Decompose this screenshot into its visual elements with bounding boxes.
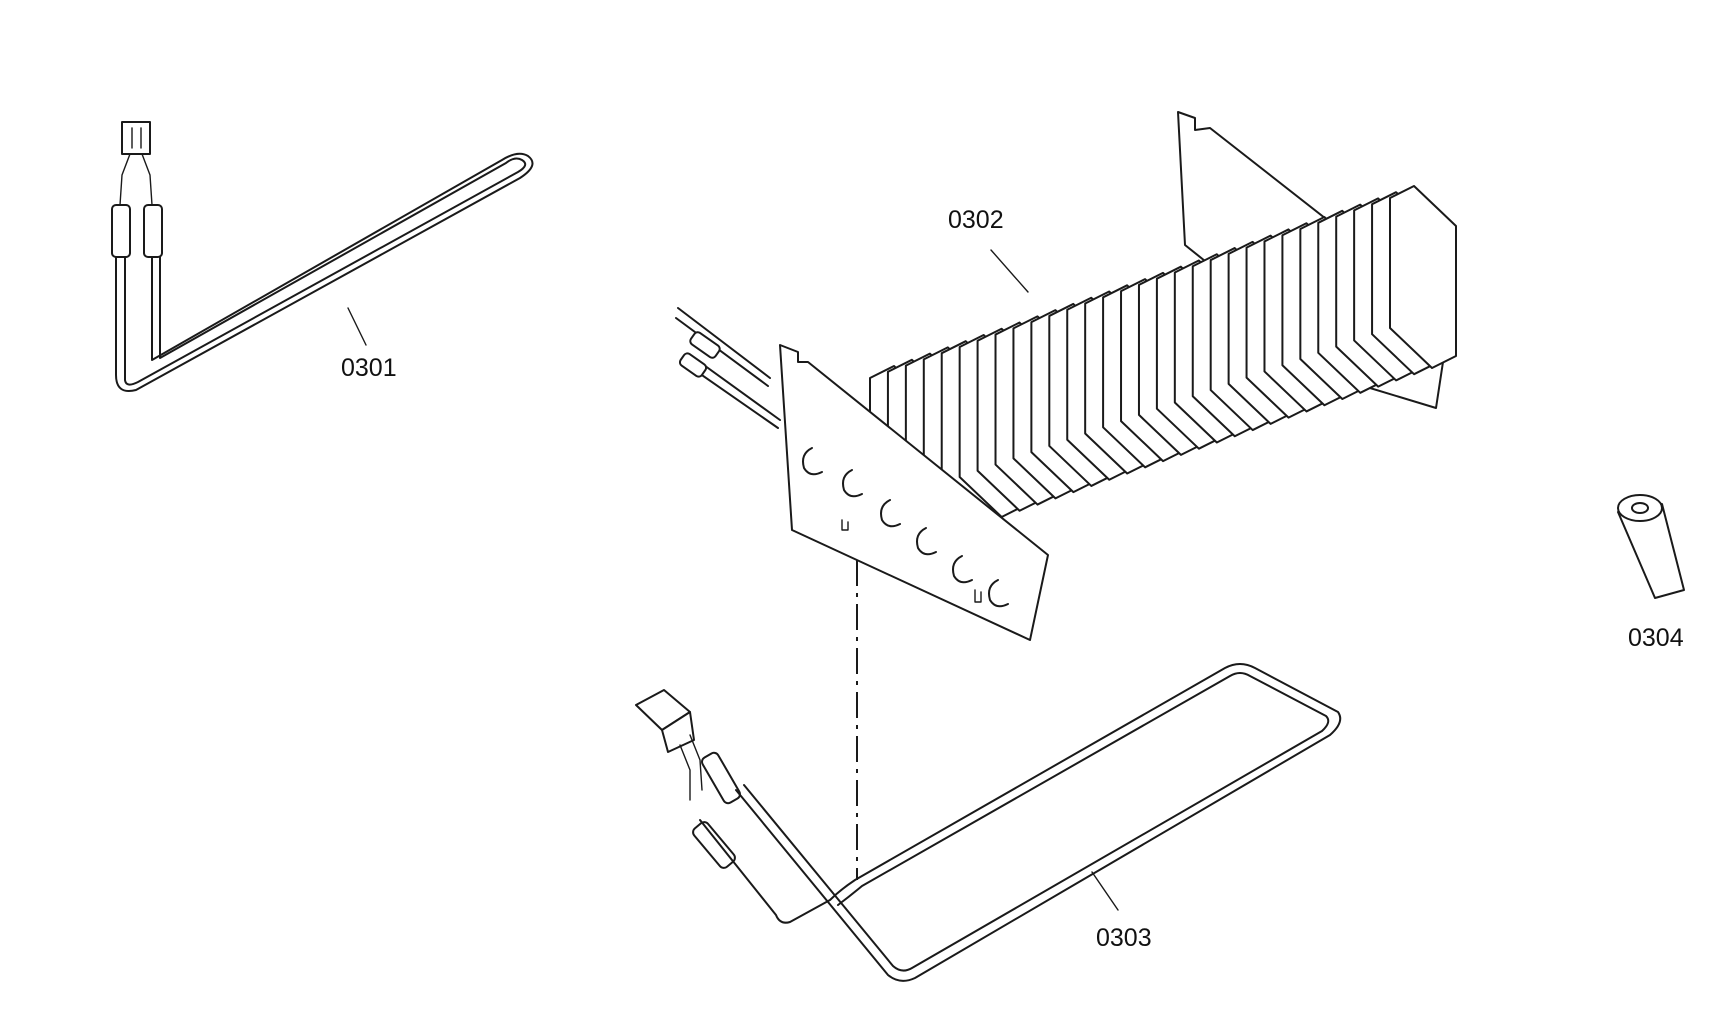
label-0304: 0304 [1628,624,1684,652]
connector-0301 [121,121,151,155]
part-0301-heater-tube [111,121,534,392]
sleeve-right-0301 [143,204,163,258]
label-0301: 0301 [341,354,397,382]
hook [916,527,937,556]
hook [802,447,823,476]
label-0303: 0303 [1096,924,1152,952]
hook [988,579,1009,608]
sleeve-a-0303 [701,751,741,805]
part-0302-evaporator [675,111,1457,641]
part-0303-heater-tube [635,663,1342,982]
hook [880,499,901,528]
sleeve-left-0301 [111,204,131,258]
part-0304-sleeve [1617,494,1685,599]
tube-hooks [802,447,1009,608]
sleeve-b-0303 [692,821,736,869]
label-0302: 0302 [948,206,1004,234]
hook [952,555,973,584]
fin [1389,185,1457,369]
front-plate [779,344,1049,641]
hook [842,469,863,498]
